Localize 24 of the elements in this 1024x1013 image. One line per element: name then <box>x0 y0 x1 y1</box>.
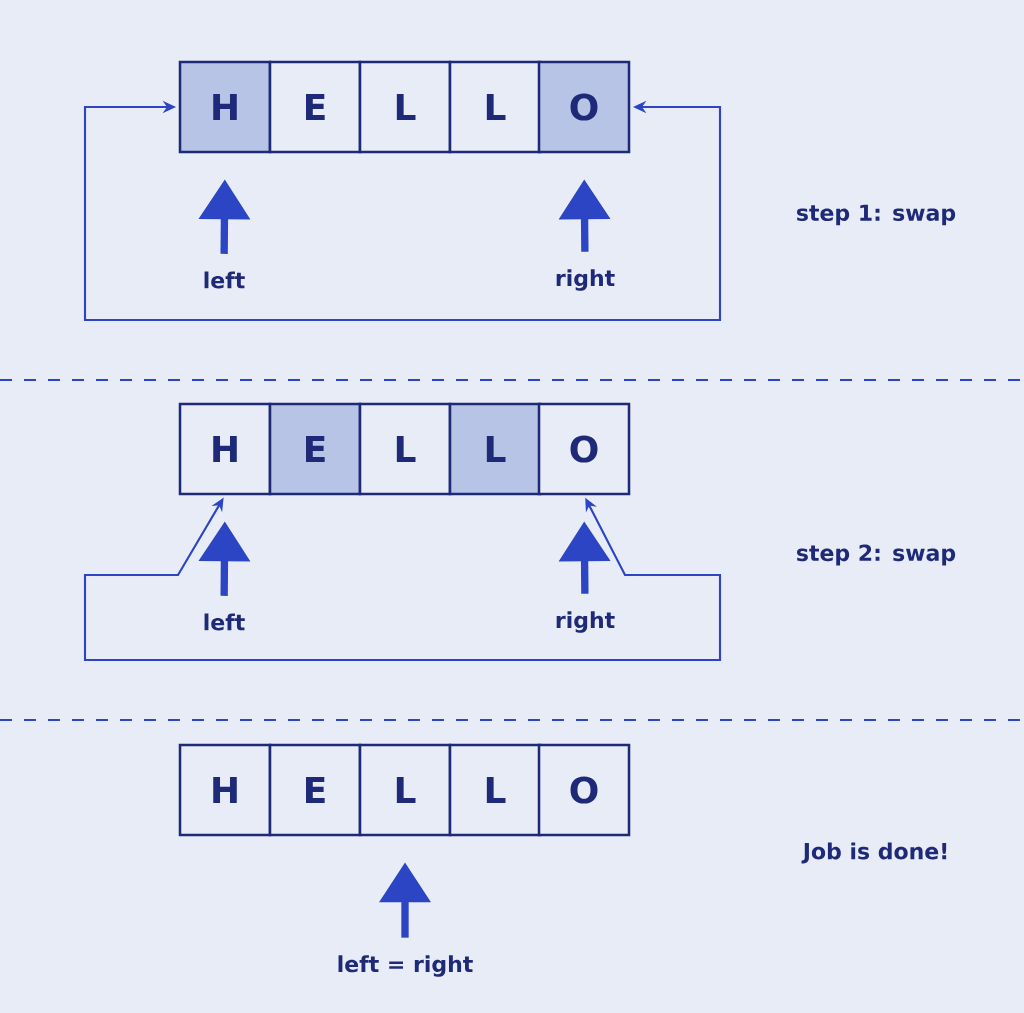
swap-arrow <box>83 100 722 322</box>
pointer-label: right <box>556 611 615 633</box>
letter-cell: L <box>448 402 542 496</box>
step-label: step 2: swap <box>797 544 956 566</box>
letter-cell: H <box>178 743 272 837</box>
letter-cell: O <box>537 743 631 837</box>
pointer-label: right <box>556 269 615 291</box>
letter-cell: L <box>448 743 542 837</box>
letter-cell: O <box>537 60 631 154</box>
letter-cell: O <box>537 402 631 496</box>
step-label: step 1: swap <box>797 204 956 226</box>
letter-cell: H <box>178 402 272 496</box>
pointer-label: left = right <box>338 955 473 977</box>
letter-cell: L <box>358 743 452 837</box>
letter-cell: L <box>358 402 452 496</box>
pointer-label: left <box>204 613 245 631</box>
letter-cell: E <box>268 402 362 496</box>
letter-cell: E <box>268 743 362 837</box>
letter-cell: E <box>268 60 362 154</box>
letter-cell: H <box>178 60 272 154</box>
letter-cell: L <box>358 60 452 154</box>
pointer-label: left <box>204 271 245 289</box>
step-label: Job is done! <box>801 842 947 864</box>
letter-cell: L <box>448 60 542 154</box>
